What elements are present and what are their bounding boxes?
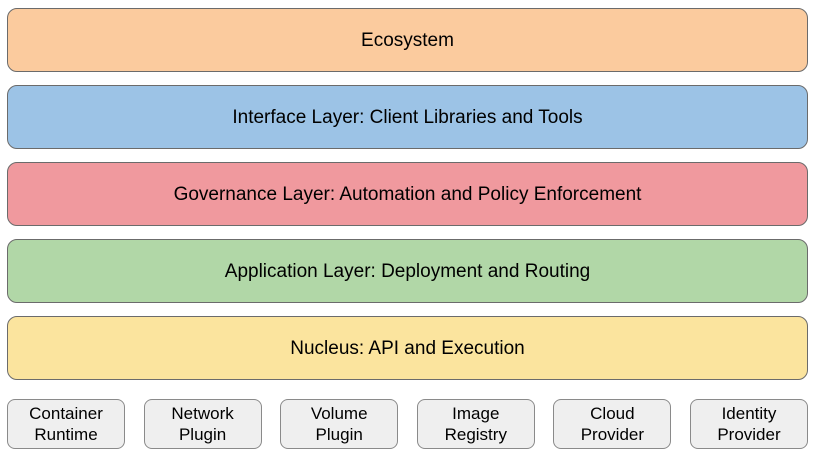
plugin-volume-plugin-label: Volume Plugin [310,403,368,444]
layer-interface-label: Interface Layer: Client Libraries and To… [232,106,583,128]
plugin-container-runtime: Container Runtime [7,399,125,449]
layer-interface: Interface Layer: Client Libraries and To… [7,85,808,149]
plugin-identity-provider: Identity Provider [689,399,808,449]
layer-nucleus-label: Nucleus: API and Execution [290,337,525,359]
layer-nucleus: Nucleus: API and Execution [7,316,808,380]
layer-governance-label: Governance Layer: Automation and Policy … [173,183,642,205]
plugin-image-registry: Image Registry [416,399,535,449]
plugins-row: Container Runtime Network Plugin Volume … [7,399,808,449]
layer-ecosystem: Ecosystem [7,8,808,72]
plugin-network-plugin: Network Plugin [143,399,262,449]
plugin-identity-provider-label: Identity Provider [717,403,781,444]
layer-application: Application Layer: Deployment and Routin… [7,239,808,303]
plugin-container-runtime-label: Container Runtime [29,403,103,444]
layer-application-label: Application Layer: Deployment and Routin… [224,260,591,282]
plugin-image-registry-label: Image Registry [444,403,507,444]
layer-ecosystem-label: Ecosystem [361,29,454,51]
layer-governance: Governance Layer: Automation and Policy … [7,162,808,226]
plugin-cloud-provider: Cloud Provider [553,399,672,449]
plugin-cloud-provider-label: Cloud Provider [580,403,645,444]
plugin-volume-plugin: Volume Plugin [280,399,399,449]
plugin-network-plugin-label: Network Plugin [171,403,234,444]
